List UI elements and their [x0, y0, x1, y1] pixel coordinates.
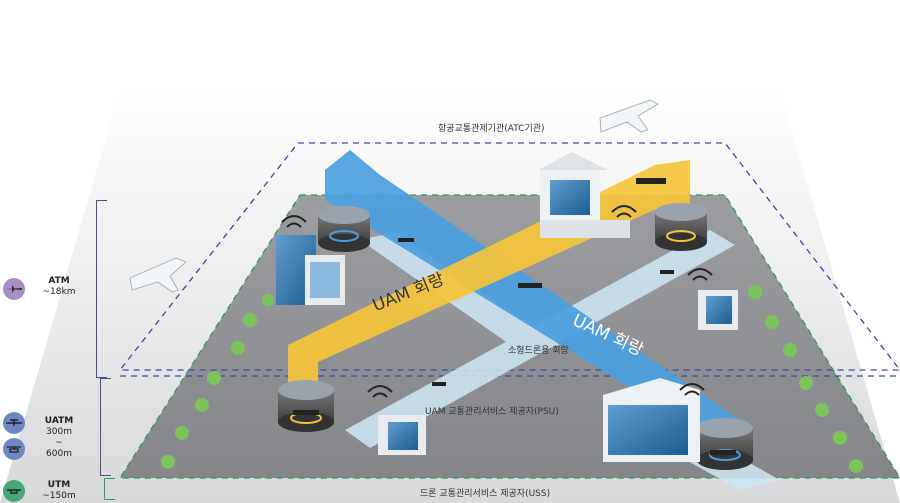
vertiport-bottom-right	[697, 418, 753, 470]
vertiport-top-left	[318, 206, 370, 252]
wifi-icon	[281, 205, 713, 398]
uatm-label: UATM 300m ~ 600m	[44, 416, 74, 459]
vertiport-top-right	[655, 203, 707, 251]
utm-drone-icon	[3, 480, 25, 502]
atc-label: 항공교통관제기관(ATC기관)	[438, 124, 545, 134]
uatm-aircraft-icon	[3, 412, 25, 434]
utm-bracket	[104, 478, 115, 500]
utm-label: UTM ~150m	[42, 480, 76, 501]
drone-icon	[293, 178, 736, 455]
atm-airplane-icon	[3, 278, 25, 300]
uatm-bracket	[100, 378, 111, 476]
atc-boundary	[118, 142, 900, 371]
psu-label: UAM 교통관리서비스 제공자(PSU)	[425, 407, 559, 417]
building-center-top	[538, 152, 630, 238]
uss-label: 드론 교통관리서비스 제공자(USS)	[420, 489, 551, 499]
building-right-small	[698, 290, 738, 330]
vertiport-bottom-left	[278, 380, 334, 432]
atm-bracket	[96, 200, 107, 378]
uatm-helicopter-icon	[3, 438, 25, 460]
drone-corridor-label: 소형드론용 회랑	[508, 346, 569, 356]
atm-label: ATM ~18km	[42, 276, 76, 297]
building-bottom-right	[603, 378, 700, 462]
uam-corridor-blue	[325, 150, 740, 440]
airplane-icon	[129, 99, 659, 293]
building-bottom-center	[378, 415, 426, 455]
trees	[161, 285, 863, 473]
building-left	[276, 235, 345, 305]
